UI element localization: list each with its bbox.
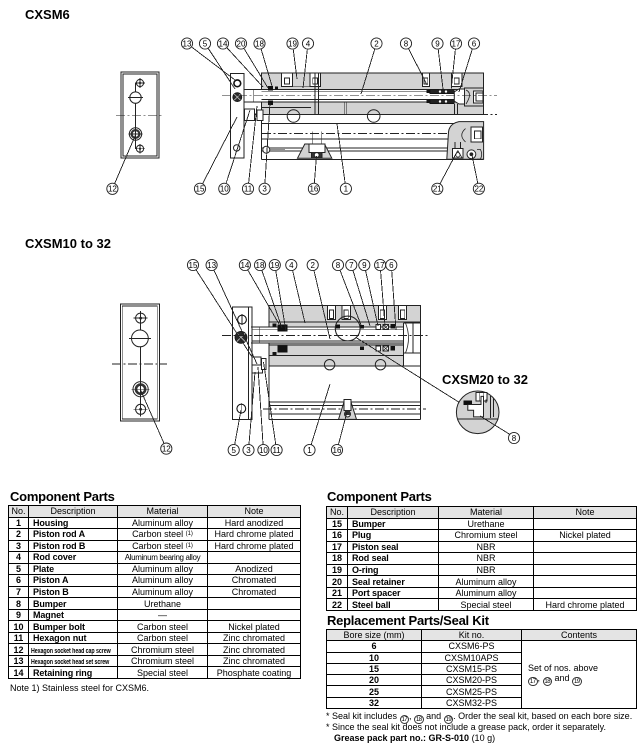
svg-text:12: 12 bbox=[108, 185, 117, 194]
svg-text:19: 19 bbox=[270, 261, 279, 270]
svg-text:18: 18 bbox=[255, 39, 264, 48]
svg-text:16: 16 bbox=[333, 446, 342, 455]
svg-text:11: 11 bbox=[244, 185, 253, 194]
svg-text:11: 11 bbox=[272, 446, 281, 455]
svg-text:19: 19 bbox=[288, 39, 297, 48]
svg-text:3: 3 bbox=[246, 446, 251, 455]
svg-text:2: 2 bbox=[310, 261, 315, 270]
svg-text:2: 2 bbox=[374, 39, 379, 48]
svg-text:17: 17 bbox=[376, 261, 385, 270]
svg-text:3: 3 bbox=[262, 185, 267, 194]
svg-text:10: 10 bbox=[220, 185, 229, 194]
svg-text:21: 21 bbox=[433, 185, 442, 194]
svg-text:14: 14 bbox=[219, 39, 228, 48]
svg-text:6: 6 bbox=[389, 261, 394, 270]
svg-text:7: 7 bbox=[349, 261, 354, 270]
svg-text:13: 13 bbox=[183, 39, 192, 48]
svg-text:6: 6 bbox=[472, 39, 477, 48]
svg-text:17: 17 bbox=[452, 39, 461, 48]
svg-text:13: 13 bbox=[207, 261, 216, 270]
svg-text:12: 12 bbox=[162, 444, 171, 453]
svg-text:8: 8 bbox=[512, 434, 517, 443]
svg-text:20: 20 bbox=[237, 39, 246, 48]
svg-text:4: 4 bbox=[306, 39, 311, 48]
svg-text:15: 15 bbox=[196, 185, 205, 194]
svg-text:5: 5 bbox=[231, 446, 236, 455]
svg-text:9: 9 bbox=[362, 261, 367, 270]
svg-text:1: 1 bbox=[344, 185, 349, 194]
svg-text:10: 10 bbox=[259, 446, 268, 455]
svg-text:16: 16 bbox=[309, 185, 318, 194]
svg-text:22: 22 bbox=[474, 185, 483, 194]
svg-text:8: 8 bbox=[404, 39, 409, 48]
svg-text:8: 8 bbox=[336, 261, 341, 270]
svg-text:9: 9 bbox=[435, 39, 440, 48]
svg-text:18: 18 bbox=[256, 261, 265, 270]
svg-text:15: 15 bbox=[189, 261, 198, 270]
svg-text:4: 4 bbox=[289, 261, 294, 270]
svg-text:1: 1 bbox=[307, 446, 312, 455]
svg-text:14: 14 bbox=[240, 261, 249, 270]
svg-text:5: 5 bbox=[203, 39, 208, 48]
